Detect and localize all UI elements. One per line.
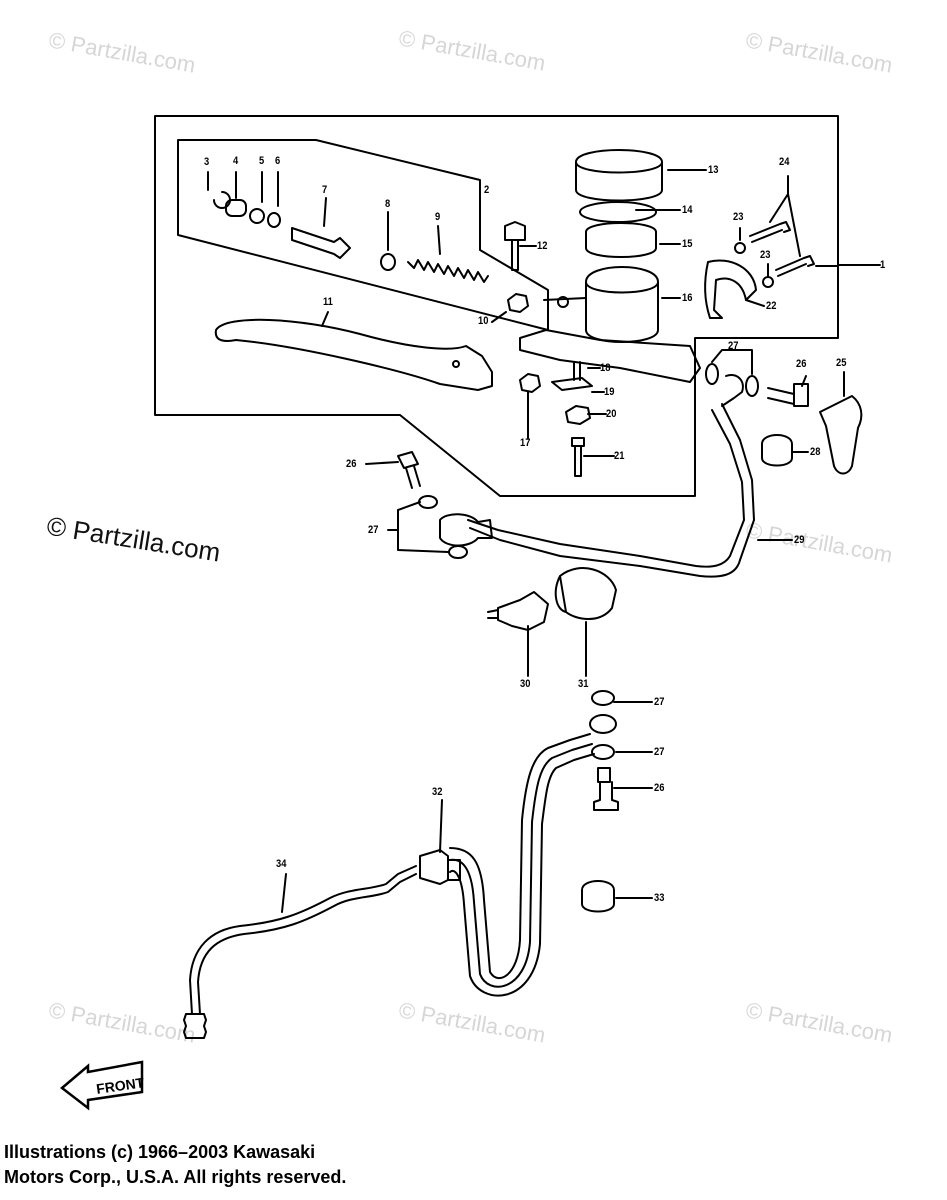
clamp-washer [762,276,774,288]
hose-fitting [419,849,461,885]
front-label: FRONT [95,1074,145,1097]
lever-bracket-hole [557,296,569,308]
callout-12: 12 [537,240,548,252]
brake-hose [469,403,755,578]
callout-24: 24 [779,156,790,168]
clamp-washer [734,242,746,254]
lower-brake-hose [449,733,591,979]
callout-5: 5 [259,155,265,167]
callout-8: 8 [385,198,391,210]
callout-6: 6 [275,155,281,167]
callout-27: 27 [654,696,665,708]
sealing-washer [448,545,468,559]
callout-11: 11 [323,296,333,308]
switch-plate [551,377,593,391]
banjo-bolt [767,383,809,407]
copyright-notice: Illustrations (c) 1966–2003 Kawasaki Mot… [4,1140,346,1190]
callout-23: 23 [760,249,771,261]
piston-ring [380,253,396,271]
hose-grommet [581,880,615,913]
assembly-outline [154,115,839,497]
callout-9: 9 [435,211,441,223]
banjo-fitting [721,374,744,407]
cap-plate [579,201,657,223]
sealing-washer [745,375,759,397]
callout-25: 25 [836,357,847,369]
front-arrow: FRONT [60,1060,146,1111]
banjo-bolt [397,451,421,489]
callout-34: 34 [276,858,287,870]
callout-32: 32 [432,786,443,798]
bleed-bolt [571,437,585,477]
banjo-bolt [593,767,619,811]
lever-pivot [452,360,460,368]
callout-4: 4 [233,155,239,167]
sealing-washer [591,690,615,706]
callout-33: 33 [654,892,665,904]
callout-26: 26 [654,782,665,794]
banjo-eye [589,714,617,734]
master-cylinder-body [585,266,659,343]
return-spring [407,259,489,283]
callout-21: 21 [614,450,625,462]
callout-26: 26 [796,358,807,370]
circlip [213,191,231,209]
callout-27: 27 [728,340,739,352]
lock-nut [565,405,591,425]
clamp-bolt [749,221,791,243]
callout-2: 2 [484,184,490,196]
callout-20: 20 [606,408,617,420]
brake-pipe [189,865,417,1015]
grommet [761,434,793,467]
callout-13: 13 [708,164,719,176]
hex-nut [507,293,529,313]
handlebar-clamp [704,259,757,319]
callout-17: 17 [520,437,531,449]
brake-light-switch [487,591,549,631]
switch-cover [554,567,617,620]
callout-27: 27 [368,524,379,536]
reservoir-cap [575,149,663,202]
callout-14: 14 [682,204,693,216]
seal-ring [267,212,281,228]
copyright-line-2: Motors Corp., U.S.A. All rights reserved… [4,1167,347,1187]
subassembly-outline [177,139,549,331]
callout-10: 10 [478,315,489,327]
primary-cup [225,199,247,217]
sealing-washer [591,744,615,760]
callout-1: 1 [880,259,886,271]
clamp-bolt [775,255,815,277]
callout-31: 31 [578,678,589,690]
callout-30: 30 [520,678,531,690]
callout-7: 7 [322,184,328,196]
callout-28: 28 [810,446,821,458]
callout-29: 29 [794,534,805,546]
callout-23: 23 [733,211,744,223]
copyright-line-1: Illustrations (c) 1966–2003 Kawasaki [4,1142,316,1162]
callout-26: 26 [346,458,357,470]
callout-16: 16 [682,292,693,304]
callout-15: 15 [682,238,693,250]
callout-18: 18 [600,362,611,374]
callout-3: 3 [204,156,210,168]
sealing-washer [705,363,719,385]
callout-27: 27 [654,746,665,758]
pipe-flare-nut [183,1013,207,1039]
rubber-boot [819,395,863,475]
piston [291,227,351,259]
diaphragm [585,222,657,258]
adjust-screw [573,361,581,381]
three-way-joint [439,513,493,547]
callout-19: 19 [604,386,615,398]
pivot-nut [519,373,541,393]
sealing-washer [418,495,438,509]
brake-lever [214,318,493,391]
washer [249,208,265,224]
pivot-bolt [504,221,526,271]
cylinder-barrel [519,297,701,383]
callout-22: 22 [766,300,777,312]
